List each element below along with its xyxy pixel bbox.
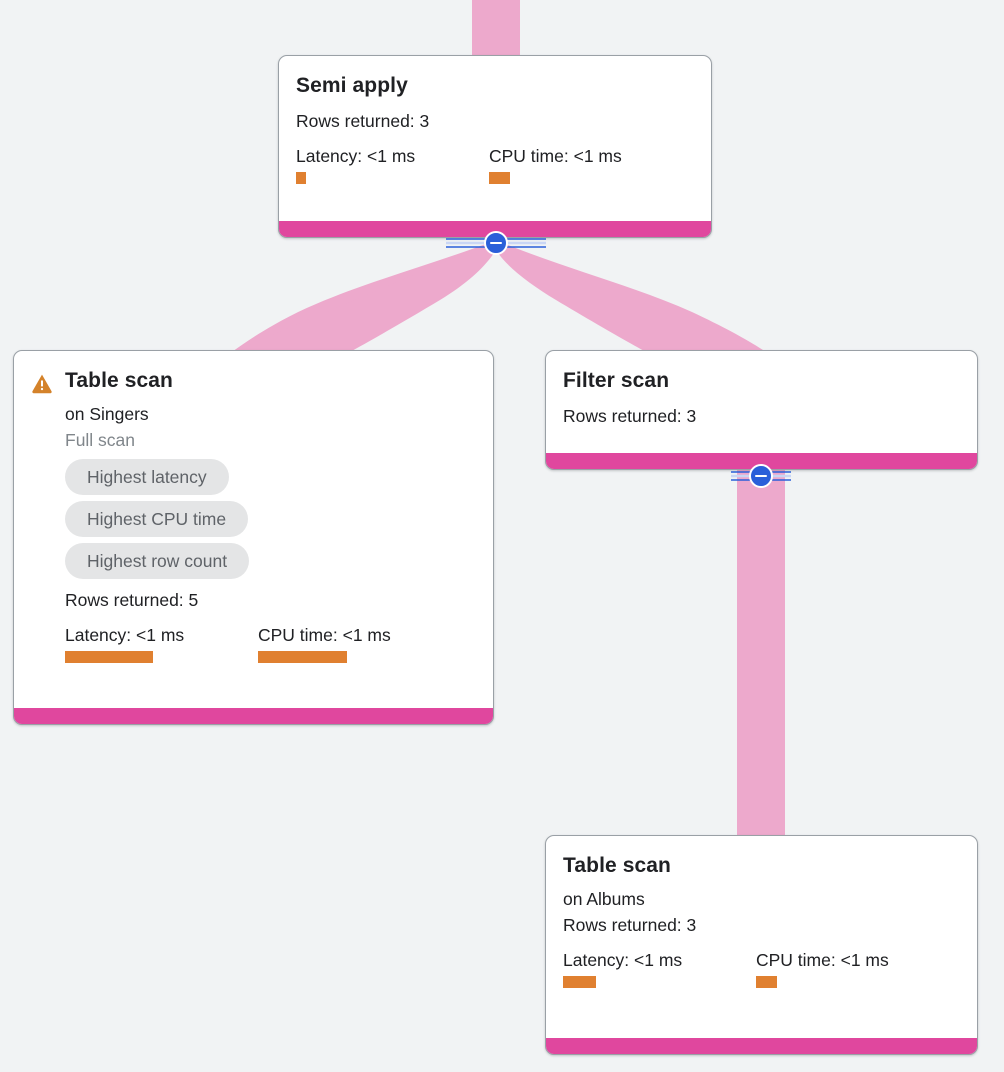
metric-latency: Latency: <1 ms <box>563 949 756 988</box>
metrics-row: Latency: <1 ms CPU time: <1 ms <box>296 145 694 184</box>
metric-cpu-time-label: CPU time: <1 ms <box>258 625 391 645</box>
metrics-row: Latency: <1 ms CPU time: <1 ms <box>563 949 960 988</box>
metric-cpu-time: CPU time: <1 ms <box>756 949 889 988</box>
rows-returned: Rows returned: 3 <box>563 915 697 935</box>
node-subtitle: on Albums <box>563 889 645 909</box>
metric-cpu-time-bar <box>489 172 510 184</box>
edge-semi-apply-to-filter-scan <box>496 240 766 352</box>
chip-highest-latency: Highest latency <box>65 459 229 495</box>
node-accent-bar <box>546 453 977 469</box>
minus-icon <box>749 464 773 488</box>
node-title: Table scan <box>563 854 671 877</box>
plan-node-table-scan-albums[interactable]: Table scan on Albums Rows returned: 3 La… <box>545 835 978 1055</box>
node-title: Table scan <box>65 369 173 392</box>
metric-cpu-time-label: CPU time: <1 ms <box>756 950 889 970</box>
metric-latency-bar <box>65 651 153 663</box>
metric-latency-label: Latency: <1 ms <box>296 146 416 166</box>
edge-filter-scan-to-table-scan-albums <box>737 470 785 838</box>
metric-cpu-time-bar <box>258 651 347 663</box>
edge-into-semi-apply <box>472 0 520 56</box>
collapse-toggle-filter-scan[interactable] <box>731 462 791 490</box>
node-accent-bar <box>14 708 493 724</box>
node-title: Semi apply <box>296 74 408 97</box>
metric-latency-label: Latency: <1 ms <box>65 625 185 645</box>
node-title: Filter scan <box>563 369 670 392</box>
plan-node-filter-scan[interactable]: Filter scan Rows returned: 3 <box>545 350 978 470</box>
metric-latency-bar <box>563 976 596 988</box>
node-chip-list: Highest latency Highest CPU time Highest… <box>65 459 476 579</box>
node-accent-bar <box>546 1038 977 1054</box>
metric-cpu-time: CPU time: <1 ms <box>489 145 622 184</box>
minus-icon <box>484 231 508 255</box>
rows-returned: Rows returned: 3 <box>296 111 430 131</box>
metric-latency-label: Latency: <1 ms <box>563 950 683 970</box>
node-subtitle: on Singers <box>65 404 149 424</box>
metric-latency: Latency: <1 ms <box>65 624 258 663</box>
node-detail: Full scan <box>65 430 136 450</box>
warning-triangle-icon <box>32 374 52 394</box>
metric-latency-bar <box>296 172 306 184</box>
collapse-toggle-semi-apply[interactable] <box>446 229 546 257</box>
node-accent-bar <box>279 221 711 237</box>
metrics-row: Latency: <1 ms CPU time: <1 ms <box>65 624 476 663</box>
chip-highest-row-count: Highest row count <box>65 543 250 579</box>
plan-node-table-scan-singers[interactable]: Table scan on Singers Full scan Highest … <box>13 350 494 725</box>
metric-latency: Latency: <1 ms <box>296 145 489 184</box>
edge-semi-apply-to-table-scan-singers-body <box>232 240 496 398</box>
rows-returned: Rows returned: 5 <box>65 590 199 610</box>
rows-returned: Rows returned: 3 <box>563 406 697 426</box>
plan-node-semi-apply[interactable]: Semi apply Rows returned: 3 Latency: <1 … <box>278 55 712 238</box>
metric-cpu-time-label: CPU time: <1 ms <box>489 146 622 166</box>
chip-highest-cpu-time: Highest CPU time <box>65 501 249 537</box>
metric-cpu-time: CPU time: <1 ms <box>258 624 391 663</box>
metric-cpu-time-bar <box>756 976 777 988</box>
